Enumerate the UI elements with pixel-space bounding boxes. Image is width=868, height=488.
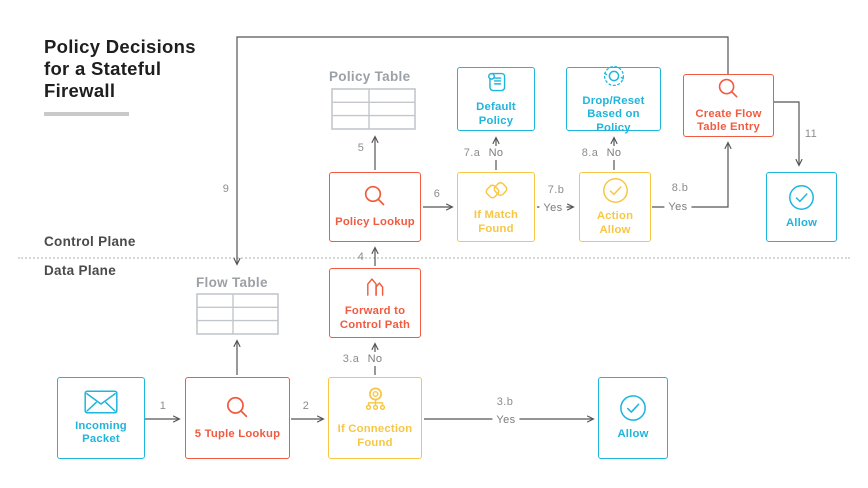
magnifier-icon <box>716 77 741 102</box>
control-plane-label: Control Plane <box>44 234 136 249</box>
node-policy-lookup: Policy Lookup <box>329 172 421 242</box>
edge-label-3a: 3.a <box>342 353 360 365</box>
node-create-flow-table-entry: Create Flow Table Entry <box>683 74 774 137</box>
edge-word-8a: No <box>602 146 626 160</box>
plane-divider <box>18 257 850 259</box>
edge-label-2: 2 <box>302 400 310 412</box>
edge-word-7a: No <box>484 146 508 160</box>
edge-8b-actionallow-to-createflow <box>652 141 732 208</box>
page-title: Policy Decisions for a Stateful Firewall <box>44 36 264 102</box>
node-label: 5 Tuple Lookup <box>194 427 281 440</box>
edge-label-4: 4 <box>357 251 365 263</box>
node-if-match-found: If Match Found <box>457 172 535 242</box>
node-drop-reset: Drop/Reset Based on Policy <box>566 65 661 134</box>
edge-word-7b: Yes <box>539 201 567 215</box>
node-if-connection-found: If Connection Found <box>328 377 422 459</box>
node-label: If Connection Found <box>337 423 413 449</box>
check-circle-icon <box>619 394 647 422</box>
reset-dotted-icon <box>601 63 627 89</box>
node-incoming-packet: Incoming Packet <box>57 377 145 459</box>
node-label: Action Allow <box>596 210 634 236</box>
title-underline <box>44 112 129 116</box>
table-icon <box>196 293 279 335</box>
node-label: Forward to Control Path <box>339 305 411 331</box>
flow-table-label: Flow Table <box>196 275 268 290</box>
magnifier-icon <box>362 184 388 210</box>
node-label: Allow <box>785 216 818 229</box>
node-action-allow: Action Allow <box>579 172 651 242</box>
scroll-icon <box>484 70 509 95</box>
edge-11-createflow-to-allow <box>774 101 803 167</box>
edge-label-3b: 3.b <box>496 396 514 408</box>
node-label: Default Policy <box>476 101 516 127</box>
edge-label-1: 1 <box>159 400 167 412</box>
edge-label-7a: 7.a <box>463 147 481 159</box>
edge-9-createflow-to-flowtable <box>233 36 729 266</box>
forward-up-icon <box>363 274 388 299</box>
magnifier-icon <box>224 395 251 422</box>
table-icon <box>331 88 416 130</box>
edge-label-8a: 8.a <box>581 147 599 159</box>
edge-word-3b: Yes <box>492 413 520 427</box>
edge-label-5: 5 <box>357 142 365 154</box>
edge-label-7b: 7.b <box>547 184 565 196</box>
check-circle-icon <box>602 177 629 204</box>
check-circle-icon <box>788 184 815 211</box>
node-allow-data-plane: Allow <box>598 377 668 459</box>
edge-label-6: 6 <box>433 188 441 200</box>
node-label: Policy Lookup <box>335 216 415 229</box>
node-allow-control-plane: Allow <box>766 172 837 242</box>
node-label: Allow <box>617 428 649 441</box>
node-label: Drop/Reset Based on Policy <box>582 94 645 134</box>
node-default-policy: Default Policy <box>457 67 535 131</box>
node-label: If Match Found <box>473 209 519 235</box>
node-label: Incoming Packet <box>75 419 127 446</box>
policy-table-label: Policy Table <box>329 69 411 84</box>
title-line-2: for a Stateful <box>44 58 162 79</box>
edge-label-8b: 8.b <box>671 182 689 194</box>
gear-network-icon <box>360 386 391 417</box>
data-plane-label: Data Plane <box>44 263 117 278</box>
edge-label-9: 9 <box>222 183 230 195</box>
title-line-1: Policy Decisions <box>44 36 196 57</box>
title-line-3: Firewall <box>44 80 116 101</box>
edge-word-3a: No <box>363 352 387 366</box>
envelope-icon <box>84 389 118 414</box>
node-5-tuple-lookup: 5 Tuple Lookup <box>185 377 290 459</box>
node-label: Create Flow Table Entry <box>695 107 762 134</box>
edge-word-8b: Yes <box>664 200 692 214</box>
edge-label-11: 11 <box>804 128 818 140</box>
match-diamonds-icon <box>481 178 512 203</box>
node-forward-to-control-path: Forward to Control Path <box>329 268 421 338</box>
